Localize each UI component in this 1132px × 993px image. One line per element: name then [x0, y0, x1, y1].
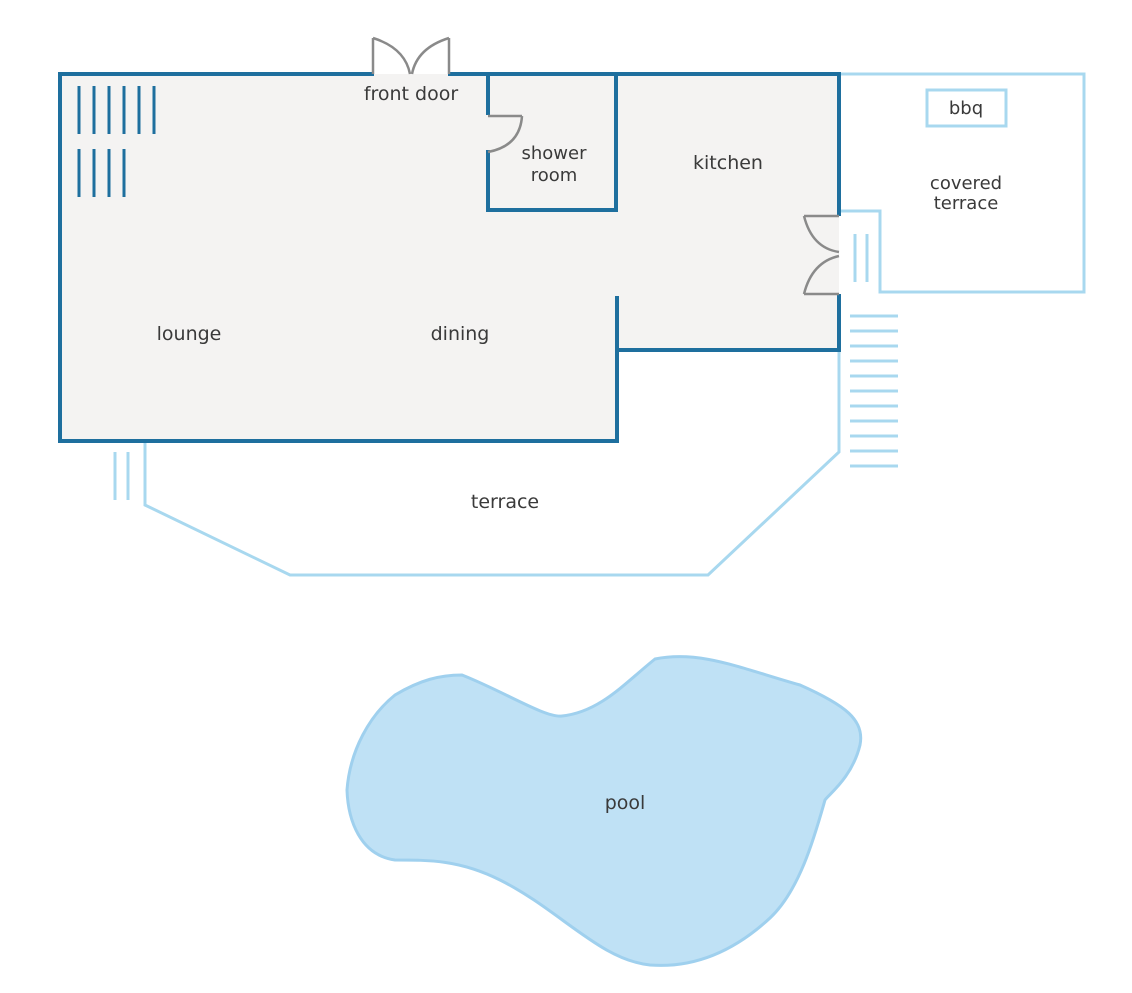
- left-terrace-steps: [113, 452, 130, 500]
- shower-room-wall: [486, 72, 618, 212]
- shower-door-icon: [487, 114, 524, 154]
- terrace-label: terrace: [471, 491, 539, 513]
- kitchen-door-icon: [802, 214, 840, 296]
- shower-room-label-line1: shower: [522, 143, 588, 164]
- dining-label: dining: [431, 323, 490, 345]
- lounge-label: lounge: [157, 323, 222, 345]
- bbq-label: bbq: [949, 98, 983, 119]
- exterior-wall: [58, 72, 619, 443]
- interior-floor: [60, 74, 839, 441]
- covered-terrace-steps: [853, 234, 869, 282]
- terrace-outline: [143, 350, 841, 577]
- right-steps: [850, 314, 898, 468]
- shower-room-label-line2: room: [531, 165, 578, 186]
- exterior-wall-right: [448, 72, 841, 352]
- covered-terrace-label-line2: terrace: [934, 193, 999, 214]
- lounge-window-marks: [77, 86, 156, 197]
- pool-label: pool: [605, 792, 646, 814]
- covered-terrace-outline: [840, 72, 1086, 294]
- front-door-icon: [371, 36, 451, 75]
- front-door-label: front door: [364, 83, 459, 105]
- kitchen-label: kitchen: [693, 152, 763, 174]
- bbq-outline: [925, 88, 1008, 128]
- covered-terrace-label-line1: covered: [930, 173, 1002, 194]
- pool: [345, 655, 863, 967]
